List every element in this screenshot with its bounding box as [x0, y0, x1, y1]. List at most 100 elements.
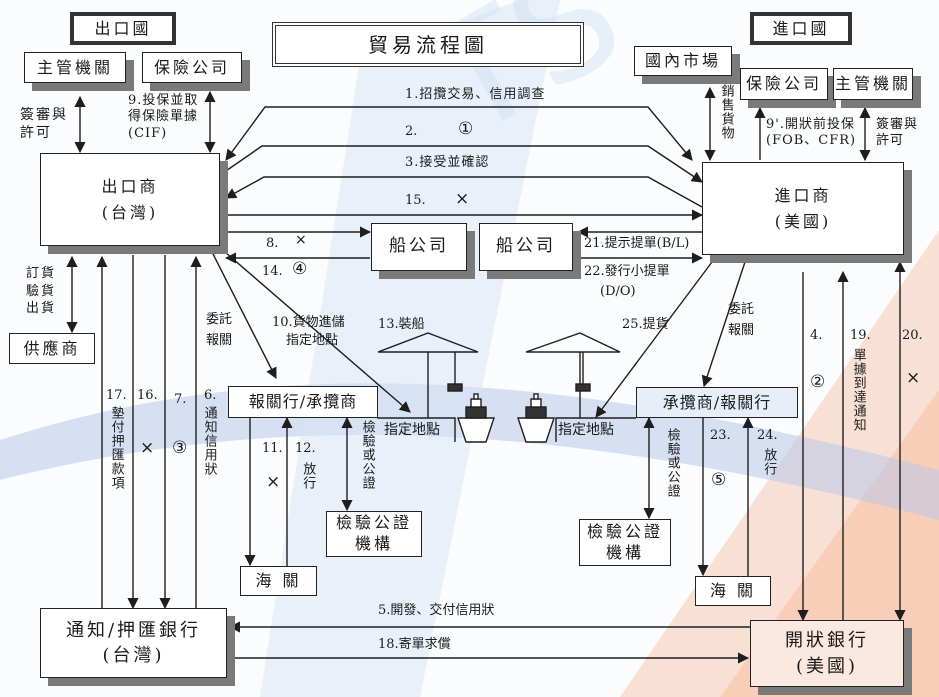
- shipping-company-box-1[interactable]: 船公司: [371, 223, 467, 271]
- step13-label: 13.裝船: [378, 317, 425, 332]
- export-country-header: 出口國: [70, 12, 176, 45]
- step24-text: 放行: [761, 448, 777, 476]
- export-inspection-line1: 檢驗公證: [335, 513, 412, 533]
- import-ship-cabin: [530, 398, 542, 408]
- export-permit-line1: 簽審與: [20, 107, 68, 123]
- step14-mark: ④: [292, 259, 308, 279]
- supplier-box[interactable]: 供應商: [9, 333, 95, 364]
- importer-box[interactable]: 進口商 (美國): [702, 162, 904, 255]
- exporter-name: 出口商: [101, 176, 159, 196]
- import-point-label: 指定地點: [558, 422, 614, 438]
- export-dock-line: [377, 417, 456, 442]
- entrust-export-line1: 委託: [206, 312, 233, 327]
- import-dock-line: [555, 417, 636, 442]
- import-inspection-label: 檢驗或公證: [664, 428, 680, 498]
- step7-number: 7.: [174, 392, 187, 407]
- issuing-bank-box[interactable]: 開狀銀行 (美國): [750, 620, 904, 687]
- arrow-step10: [224, 251, 411, 413]
- order-line3: 出貨: [26, 301, 57, 317]
- importer-name: 進口商: [774, 185, 832, 205]
- arrow-entrust-import: [701, 261, 746, 388]
- step9-label: 9.投保並取 得保險單據 (CIF): [128, 93, 198, 142]
- entrust-export-line2: 報關: [206, 332, 233, 348]
- exporter-box[interactable]: 出口商 (台灣): [40, 153, 220, 246]
- import-cargo: [575, 383, 591, 392]
- import-insurer-box[interactable]: 保險公司: [740, 68, 828, 100]
- step4-number: 4.: [810, 328, 823, 343]
- export-inspection-box[interactable]: 檢驗公證 機構: [326, 511, 422, 557]
- order-label: 訂貨 驗貨 出貨: [26, 265, 56, 318]
- step7-mark: ③: [172, 438, 188, 458]
- sell-goods-label: 銷售貨物: [718, 84, 734, 140]
- page-title: 貿易流程圖: [272, 22, 584, 67]
- step25-label: 25.提貨: [622, 317, 669, 332]
- import-inspection-line2: 機構: [605, 542, 644, 562]
- shipping-company-box-2[interactable]: 船公司: [479, 223, 573, 271]
- advising-bank-box[interactable]: 通知/押匯銀行 (台灣): [40, 608, 227, 678]
- export-insurer-box[interactable]: 保險公司: [142, 52, 242, 83]
- step24-number: 24.: [757, 428, 778, 443]
- entrust-export-label: 委託 報關: [206, 310, 232, 352]
- import-broker-box[interactable]: 承攬商/報關行: [636, 387, 798, 418]
- step17-text: 墊付押匯款項: [108, 406, 124, 490]
- step8-mark: ×: [295, 232, 307, 248]
- step18-label: 18.寄單求償: [378, 637, 451, 652]
- step14-label: 14.: [262, 264, 283, 279]
- import-permit-line1: 簽審與: [876, 117, 919, 132]
- arrow-step3: [225, 176, 703, 208]
- exporter-country: (台灣): [101, 202, 159, 222]
- entrust-import-line1: 委託: [728, 302, 755, 317]
- arrow-step1: [225, 106, 693, 161]
- arrow-step25: [595, 261, 713, 418]
- import-inspection-box[interactable]: 檢驗公證 機構: [579, 519, 671, 566]
- import-ship-deck: [525, 406, 547, 419]
- step9p-line2: (FOB、CFR): [766, 133, 857, 149]
- step9-line1: 9.投保並取: [128, 93, 199, 108]
- step21-label: 21.提示提單(B/L): [584, 236, 690, 251]
- import-country-header: 進口國: [750, 12, 852, 45]
- domestic-market-box[interactable]: 國內市場: [634, 46, 732, 76]
- step16-number: 16.: [137, 388, 158, 403]
- step10-line1: 10.貨物進儲: [272, 315, 345, 330]
- export-authority-box[interactable]: 主管機關: [24, 52, 126, 83]
- step22-do-label: (D/O): [600, 284, 636, 299]
- step15-label: 15.: [405, 193, 426, 208]
- step5-label: 5.開發、交付信用狀: [378, 603, 495, 618]
- advising-bank-name: 通知/押匯銀行: [65, 619, 202, 641]
- entrust-import-label: 委託 報關: [728, 300, 754, 342]
- step9p-line1: 9'.開狀前投保: [766, 117, 855, 132]
- import-permit-line2: 許可: [876, 133, 905, 149]
- step12-text: 放行: [300, 462, 316, 490]
- export-customs-box[interactable]: 海 關: [240, 566, 317, 596]
- entrust-import-line2: 報關: [728, 322, 755, 338]
- export-permit-label: 簽審與 許可: [20, 107, 68, 142]
- step19-text: 單據到達通知: [850, 348, 866, 432]
- order-line1: 訂貨: [26, 266, 57, 281]
- step11-number: 11.: [262, 441, 283, 456]
- export-broker-box[interactable]: 報關行/承攬商: [228, 386, 378, 418]
- step9-line2: 得保險單據: [128, 109, 199, 125]
- import-customs-box[interactable]: 海 關: [695, 576, 771, 606]
- step23-number: 23.: [710, 428, 731, 443]
- arrow-entrust-export: [211, 251, 277, 379]
- step9p-label: 9'.開狀前投保 (FOB、CFR): [766, 117, 856, 150]
- step20-number: 20.: [902, 328, 923, 343]
- step9-line3: (CIF): [128, 125, 168, 141]
- export-crane-roof: [377, 332, 479, 353]
- issuing-bank-country: (美國): [795, 655, 859, 677]
- export-point-label: 指定地點: [384, 422, 440, 438]
- import-ship-hull: [517, 417, 555, 443]
- step16-mark: ×: [140, 438, 155, 458]
- export-ship-deck: [465, 406, 487, 419]
- order-line2: 驗貨: [26, 283, 57, 299]
- step8-label: 8.: [266, 236, 279, 251]
- import-permit-label: 簽審與 許可: [876, 117, 918, 150]
- advising-bank-country: (台灣): [102, 645, 165, 666]
- import-inspection-line1: 檢驗公證: [586, 521, 663, 541]
- step6-text: 通知信用狀: [201, 406, 217, 476]
- issuing-bank-name: 開狀銀行: [785, 630, 869, 652]
- step19-number: 19.: [850, 328, 871, 343]
- import-authority-box[interactable]: 主管機關: [833, 68, 913, 100]
- import-ship-funnel: [533, 393, 539, 400]
